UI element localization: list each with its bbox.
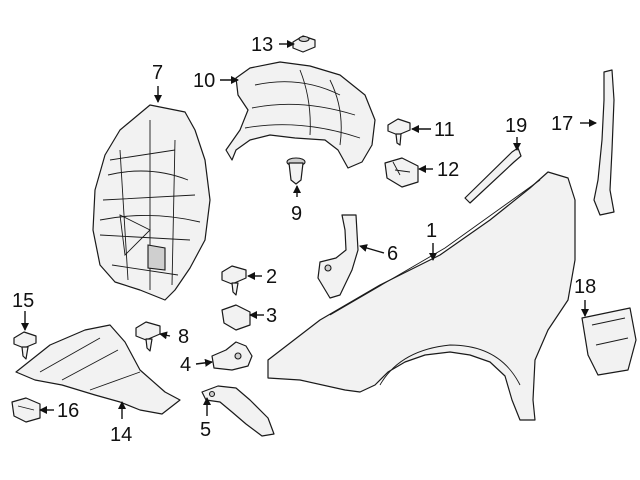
callout-6: 6 bbox=[387, 243, 398, 265]
callout-3: 3 bbox=[266, 305, 277, 327]
screw-part-11 bbox=[387, 118, 411, 146]
callout-13: 13 bbox=[251, 34, 273, 56]
callout-14: 14 bbox=[110, 424, 132, 446]
callout-12: 12 bbox=[437, 159, 459, 181]
callout-19: 19 bbox=[505, 115, 527, 137]
callout-8: 8 bbox=[178, 326, 189, 348]
bracket-part-5 bbox=[201, 385, 275, 437]
rear-seal-part bbox=[593, 69, 615, 216]
screw-part-15 bbox=[13, 331, 37, 360]
bolt-part-2 bbox=[221, 265, 247, 296]
callout-7: 7 bbox=[152, 62, 163, 84]
callout-15: 15 bbox=[12, 290, 34, 312]
bracket-part-6 bbox=[317, 214, 359, 299]
callout-17: 17 bbox=[551, 113, 573, 135]
leader-lines bbox=[21, 40, 597, 419]
callout-18: 18 bbox=[574, 276, 596, 298]
clip-part-3 bbox=[221, 304, 251, 331]
callout-10: 10 bbox=[193, 70, 215, 92]
callout-9: 9 bbox=[291, 203, 302, 225]
callout-11: 11 bbox=[434, 119, 455, 141]
front-fender-part bbox=[267, 171, 576, 421]
bolt-part-8 bbox=[135, 321, 161, 352]
clip-part-16 bbox=[11, 397, 41, 423]
push-clip-part bbox=[286, 157, 306, 185]
lower-shield-part bbox=[15, 324, 181, 415]
clip-nut-part-12 bbox=[384, 157, 419, 188]
nut-part-13 bbox=[292, 35, 316, 53]
splash-shield-part bbox=[225, 61, 376, 169]
fender-liner-part bbox=[92, 104, 211, 301]
seal-strip-part bbox=[464, 147, 522, 204]
callout-2: 2 bbox=[266, 266, 277, 288]
fender-bracket-part-18 bbox=[581, 307, 637, 376]
callout-4: 4 bbox=[180, 354, 191, 376]
callout-5: 5 bbox=[200, 419, 211, 441]
callout-16: 16 bbox=[57, 400, 79, 422]
bracket-part-4 bbox=[211, 341, 253, 371]
callout-1: 1 bbox=[426, 220, 437, 242]
